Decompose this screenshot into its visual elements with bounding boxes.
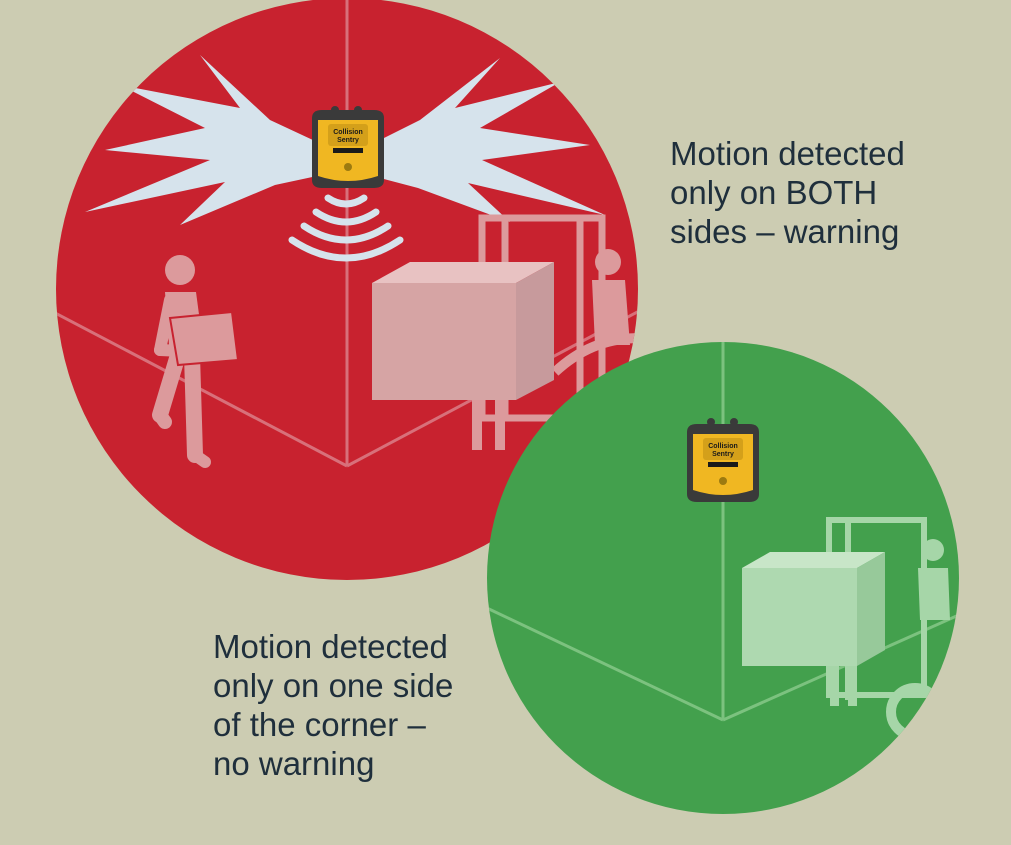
warning-caption: Motion detected only on BOTH sides – war…: [670, 134, 905, 251]
signal-waves-icon: [288, 194, 404, 262]
device-brand-line-1: Collision: [708, 443, 738, 450]
no-warning-caption: Motion detected only on one side of the …: [213, 627, 453, 783]
device-brand-line-2: Sentry: [712, 451, 734, 458]
caption-line: sides – warning: [670, 213, 900, 250]
device-brand-line-1: Collision: [333, 129, 363, 136]
collision-sentry-device-icon: Collision Sentry: [687, 418, 759, 502]
device-brand-line-2: Sentry: [337, 137, 359, 144]
caption-line: no warning: [213, 745, 375, 782]
caption-line: of the corner –: [213, 706, 426, 743]
caption-line: Motion detected: [213, 628, 448, 665]
person-carrying-box-icon: [152, 255, 240, 468]
cargo-box: [742, 552, 885, 706]
warning-scene: Collision Sentry: [56, 0, 638, 580]
cargo-box: [372, 262, 554, 450]
caption-line: only on BOTH: [670, 174, 878, 211]
caption-line: Motion detected: [670, 135, 905, 172]
collision-sentry-device-icon: Collision Sentry: [312, 106, 384, 188]
caption-line: only on one side: [213, 667, 454, 704]
warning-flash-icon: [85, 55, 605, 225]
